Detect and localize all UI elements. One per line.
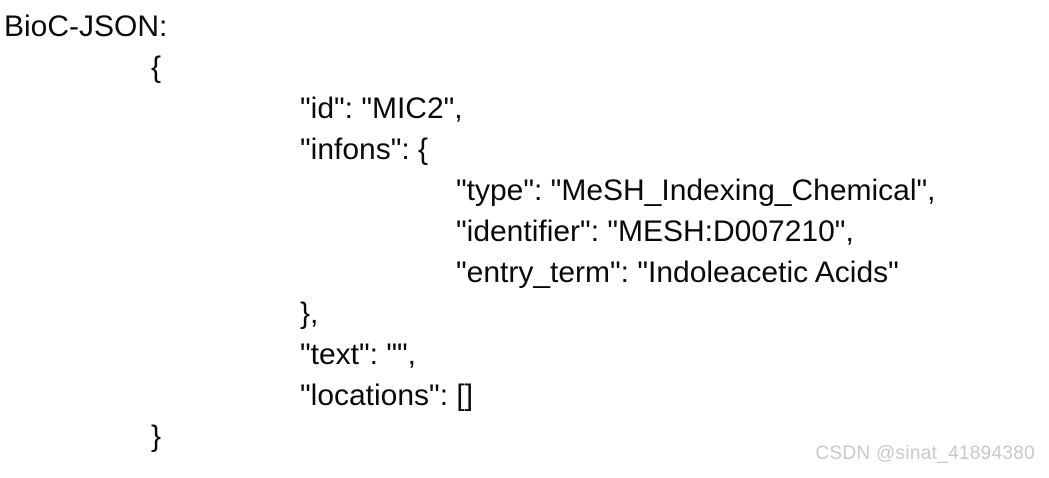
bioc-json-code-block: { "id": "MIC2", "infons": { "type": "MeS… — [0, 47, 1049, 457]
bioc-json-label: BioC-JSON: — [4, 10, 168, 43]
code-line: "infons": { — [300, 133, 429, 166]
csdn-watermark: CSDN @sinat_41894380 — [815, 443, 1035, 464]
code-line: "id": "MIC2", — [300, 92, 463, 125]
code-line: "text": "", — [300, 338, 416, 371]
code-line: } — [151, 420, 162, 453]
code-line: "identifier": "MESH:D007210", — [456, 215, 854, 248]
code-line: { — [151, 51, 162, 84]
code-line: "entry_term": "Indoleacetic Acids" — [456, 256, 899, 289]
code-line: "locations": [] — [300, 379, 474, 412]
code-line: "type": "MeSH_Indexing_Chemical", — [456, 174, 936, 207]
code-line: }, — [300, 297, 319, 330]
